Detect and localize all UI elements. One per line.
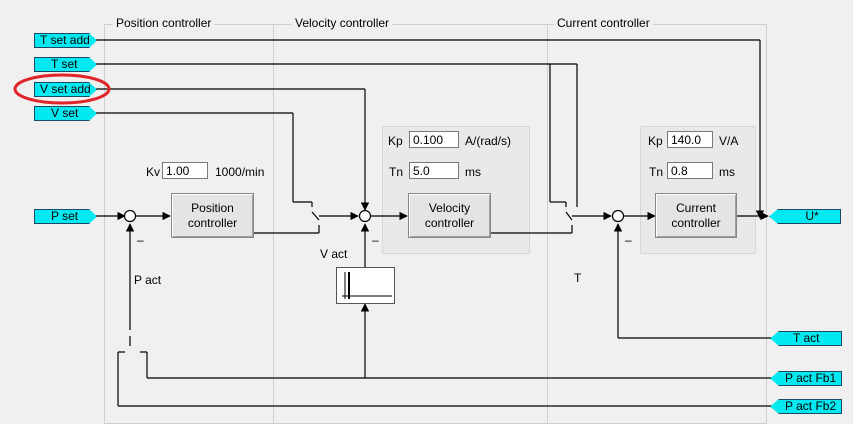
position-controller-block[interactable]: Position controller xyxy=(171,193,254,238)
t-label: T xyxy=(574,271,582,285)
current-tn-field[interactable] xyxy=(667,162,713,179)
highlight-ellipse xyxy=(13,73,111,105)
position-controller-line1: Position xyxy=(191,200,234,215)
kv-unit: 1000/min xyxy=(215,165,265,179)
current-kp-unit: V/A xyxy=(719,134,739,148)
v-set-input[interactable]: V set xyxy=(34,106,97,121)
position-controller-group-title: Position controller xyxy=(113,16,215,30)
velocity-sum-junction xyxy=(358,209,372,223)
velocity-tn-unit: ms xyxy=(465,165,481,179)
current-tn-unit: ms xyxy=(719,165,735,179)
velocity-controller-line2: controller xyxy=(424,215,475,230)
velocity-tn-field[interactable] xyxy=(409,162,459,179)
current-sum-minus: – xyxy=(625,233,632,247)
current-controller-group-title: Current controller xyxy=(554,16,653,30)
current-sum-junction xyxy=(611,209,625,223)
filter-step-icon xyxy=(342,272,392,299)
current-controller-line1: Current xyxy=(675,200,716,215)
current-tn-label: Tn xyxy=(649,165,664,179)
kv-label: Kv xyxy=(146,165,161,179)
u-star-output[interactable]: U* xyxy=(769,209,841,224)
velocity-controller-block[interactable]: Velocity controller xyxy=(408,193,491,238)
current-controller-line2: controller xyxy=(671,215,721,230)
v-act-label: V act xyxy=(320,247,348,261)
p-set-input[interactable]: P set xyxy=(34,209,97,224)
v-set-add-input[interactable]: V set add xyxy=(34,82,97,97)
velocity-tn-label: Tn xyxy=(389,165,404,179)
position-sum-junction xyxy=(123,209,137,223)
velocity-kp-unit: A/(rad/s) xyxy=(465,134,512,148)
current-controller-block[interactable]: Current controller xyxy=(655,193,737,238)
t-set-input[interactable]: T set xyxy=(34,57,97,72)
position-controller-line2: controller xyxy=(187,215,238,230)
position-sum-minus: – xyxy=(137,233,144,247)
velocity-controller-line1: Velocity xyxy=(428,200,471,215)
velocity-controller-group-title: Velocity controller xyxy=(292,16,393,30)
velocity-kp-label: Kp xyxy=(388,134,403,148)
velocity-sum-minus: – xyxy=(372,233,379,247)
kv-field[interactable] xyxy=(162,162,208,179)
current-kp-field[interactable] xyxy=(667,131,713,148)
p-act-label: P act xyxy=(134,273,162,287)
t-act-output[interactable]: T act xyxy=(770,331,842,346)
p-act-fb2-output[interactable]: P act Fb2 xyxy=(770,399,842,414)
velocity-kp-field[interactable] xyxy=(409,131,459,148)
p-act-fb1-output[interactable]: P act Fb1 xyxy=(770,371,842,386)
v-act-filter-block[interactable] xyxy=(336,267,395,304)
current-kp-label: Kp xyxy=(648,134,663,148)
t-set-add-input[interactable]: T set add xyxy=(34,33,97,48)
